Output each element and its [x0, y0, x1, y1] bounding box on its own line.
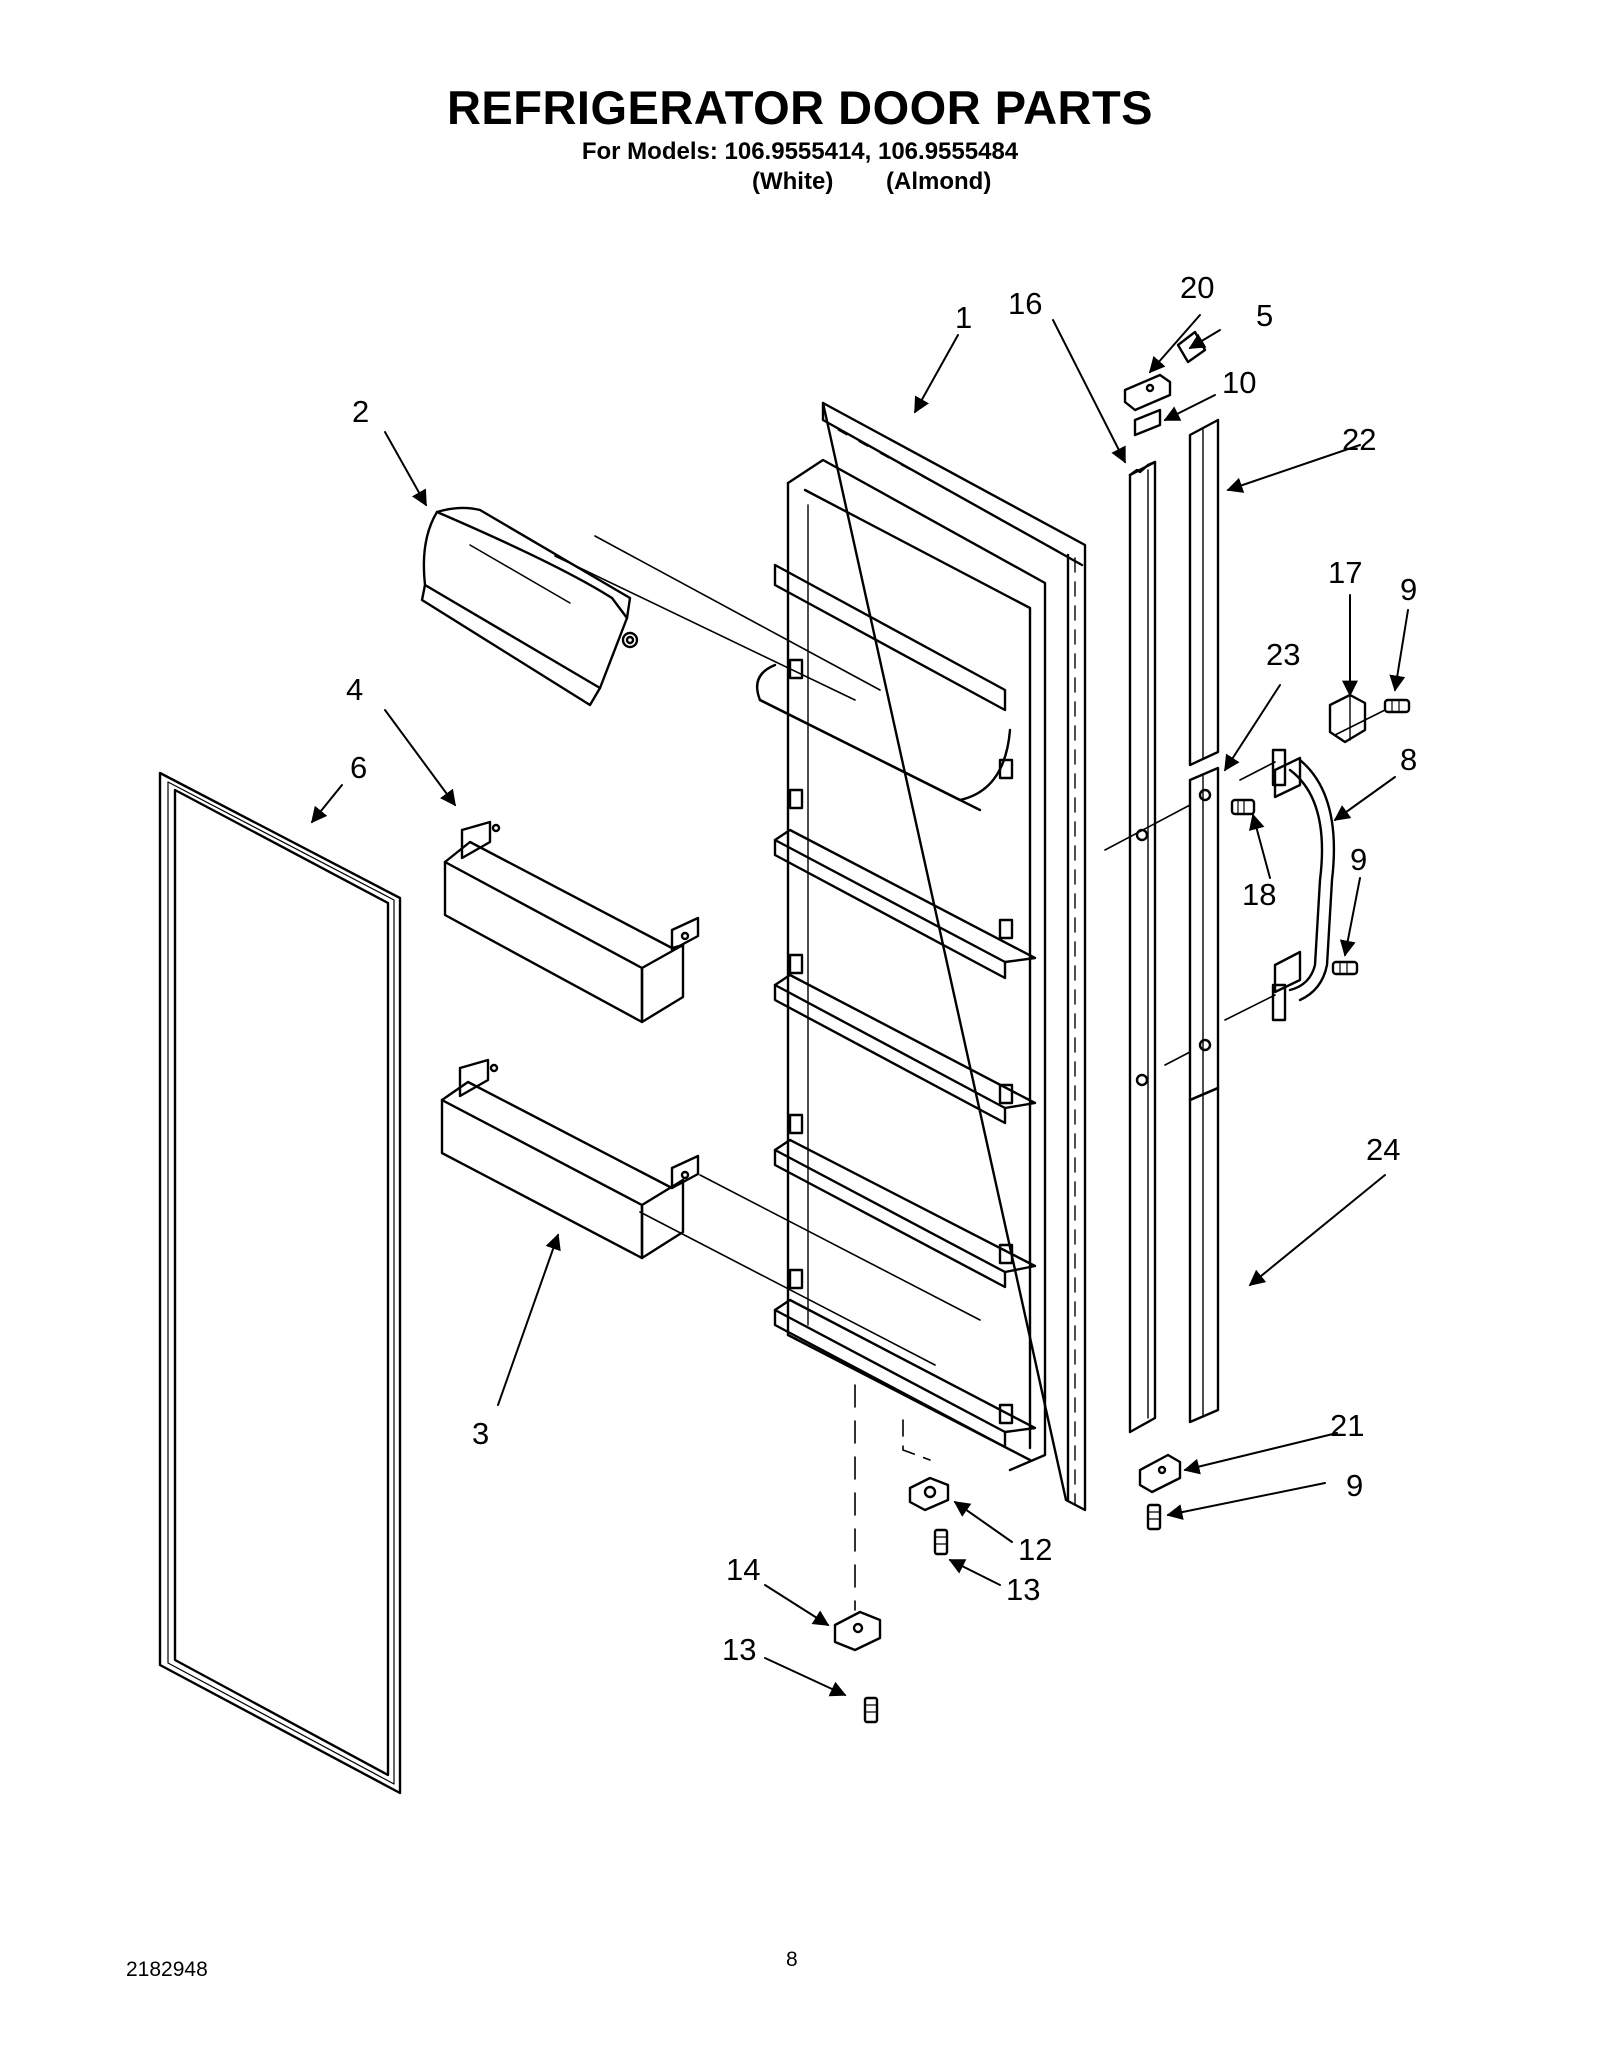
- screw-lower: [1331, 960, 1359, 976]
- callout-3: 3: [472, 1416, 489, 1451]
- door-bin-lower: [440, 1058, 700, 1260]
- top-hinge-bracket: [1123, 373, 1172, 412]
- callout-12: 12: [1018, 1532, 1052, 1567]
- callout-17: 17: [1328, 555, 1362, 590]
- screw-upper: [1383, 698, 1411, 714]
- callout-5: 5: [1256, 298, 1273, 333]
- page-number: 8: [786, 1948, 798, 1971]
- door-channel: [1128, 460, 1157, 1434]
- trim-strip-lower: [1188, 1086, 1220, 1424]
- callout-4: 4: [346, 672, 363, 707]
- door-handle: [1271, 748, 1336, 1022]
- callout-9-top: 9: [1400, 572, 1417, 607]
- callout-20: 20: [1180, 270, 1214, 305]
- callout-10: 10: [1222, 365, 1256, 400]
- bottom-hinge-bracket: [1138, 1453, 1182, 1494]
- callout-2: 2: [352, 394, 369, 429]
- callout-16: 16: [1008, 286, 1042, 321]
- callout-23: 23: [1266, 637, 1300, 672]
- callout-13-right: 13: [1006, 1572, 1040, 1607]
- hinge-screw-2: [863, 1696, 879, 1724]
- color-label-white: (White): [752, 168, 834, 195]
- page-title: REFRIGERATOR DOOR PARTS: [446, 81, 1154, 134]
- callout-numbers: 1 2 3 4 5 6 8 9 9 9 10 12 13 13 14 16 17…: [346, 270, 1417, 1667]
- bottom-hinge: [833, 1610, 882, 1652]
- callout-8: 8: [1400, 742, 1417, 777]
- color-label-almond: (Almond): [886, 168, 992, 195]
- callout-22: 22: [1342, 422, 1376, 457]
- callout-9-middle: 9: [1350, 842, 1367, 877]
- callout-6: 6: [350, 750, 367, 785]
- hinge-screw-1: [933, 1528, 949, 1556]
- hinge-shim: [1133, 408, 1162, 437]
- door-liner: [755, 401, 1087, 1512]
- callout-9-bottom: 9: [1346, 1468, 1363, 1503]
- callout-13-left: 13: [722, 1632, 756, 1667]
- callout-18: 18: [1242, 877, 1276, 912]
- document-number: 2182948: [126, 1958, 208, 1981]
- handle-bolt: [1230, 798, 1256, 816]
- door-bin-upper: [443, 820, 700, 1024]
- callout-14: 14: [726, 1552, 760, 1587]
- door-gasket: [158, 771, 402, 1795]
- callout-leaders: [310, 314, 1409, 1697]
- callout-1: 1: [955, 300, 972, 335]
- models-subtitle: For Models: 106.9555414, 106.9555484: [581, 138, 1019, 165]
- trim-strip-middle: [1188, 766, 1220, 1102]
- screw-bottom: [1146, 1503, 1162, 1531]
- assembly-lines: [554, 535, 1386, 1611]
- bottom-hinge-bushing: [908, 1476, 950, 1512]
- dairy-door: [420, 506, 639, 707]
- callout-21: 21: [1330, 1408, 1364, 1443]
- trim-strip-upper: [1188, 418, 1220, 767]
- callout-24: 24: [1366, 1132, 1400, 1167]
